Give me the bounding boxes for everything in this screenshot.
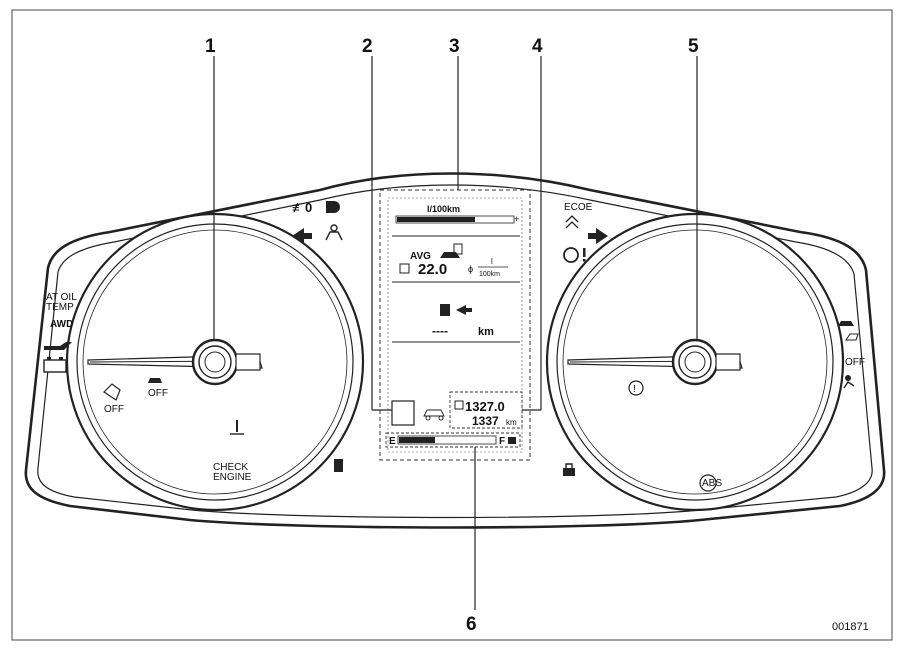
trip-indicator	[454, 400, 464, 410]
fuel-rate-label: l/100km	[427, 204, 460, 214]
range-value: ----	[432, 324, 448, 338]
figure-frame	[11, 9, 893, 641]
avg-unit-top: l	[491, 257, 493, 266]
check-engine-line-1: CHECK	[213, 462, 248, 473]
avg-unit-bottom: 100km	[479, 271, 500, 278]
callout-3: 3	[449, 36, 460, 57]
fuel-door-icon	[508, 437, 516, 444]
off-left-a-label: OFF	[104, 404, 124, 415]
fog-light-icon: ≢0	[292, 200, 340, 215]
low-fuel-icon	[334, 459, 343, 472]
oil-can-icon	[44, 342, 72, 350]
avg-value: 22.0	[418, 261, 447, 278]
left-turn-arrow-icon	[292, 228, 304, 244]
at-oil-temp-line-2: TEMP	[46, 302, 74, 313]
callout-2: 2	[362, 36, 373, 57]
fuel-rate-bar: +	[395, 214, 519, 224]
security-icon	[563, 463, 575, 476]
seatbelt-icon	[325, 224, 343, 241]
eco-label: ECOE	[564, 202, 593, 213]
callout-5: 5	[688, 36, 699, 57]
vehicle-icon	[838, 321, 854, 326]
multi-info-display-inner	[387, 197, 523, 453]
car-outline-icon	[423, 409, 445, 421]
fuel-level-bar	[397, 435, 497, 445]
fuel-gauge-outline	[385, 432, 521, 448]
coolant-temp-icon	[230, 420, 244, 435]
skid-off-right-icon: OFF	[844, 333, 865, 368]
skid-off-icon: OFF	[103, 383, 124, 415]
left-needle	[87, 338, 263, 386]
airbag-icon	[843, 375, 855, 389]
abs-label: ABS	[702, 478, 722, 489]
gear-position-box	[391, 400, 415, 426]
abs-icon: ABS	[699, 474, 722, 492]
car-fuel-icon	[440, 243, 463, 258]
fog-light-glyph: ≢0	[292, 200, 312, 215]
brake-mark: !	[633, 384, 636, 395]
right-turn-arrow-icon	[596, 228, 608, 244]
range-unit: km	[478, 326, 494, 338]
callout-4: 4	[532, 36, 543, 57]
fuel-rate-plus: +	[514, 214, 519, 224]
cluster-housing	[24, 172, 886, 529]
off-right-label: OFF	[845, 357, 865, 368]
callout-1: 1	[205, 36, 216, 57]
callout-leaders	[213, 56, 698, 610]
off-left-b-label: OFF	[148, 388, 168, 399]
battery-icon	[43, 357, 67, 373]
fuel-pump-glyph: ϕ	[468, 264, 473, 274]
trip-value: 1327.0	[465, 399, 505, 414]
avg-label: AVG	[410, 251, 431, 262]
awd-label: AWD	[50, 319, 73, 330]
brake-icon: !	[628, 380, 644, 396]
right-turn-arrow-tail	[588, 233, 596, 239]
fuel-empty-label: E	[389, 436, 396, 447]
left-turn-arrow-tail	[304, 233, 312, 239]
cruise-icon	[565, 215, 579, 229]
odo-unit: km	[506, 418, 517, 427]
at-oil-temp-line-1: AT OIL	[46, 292, 77, 303]
figure-id: 001871	[832, 621, 869, 633]
fuel-pump-arrow-icon	[440, 304, 472, 316]
odo-value: 1337	[472, 414, 499, 428]
trip-a-indicator	[399, 263, 410, 274]
callout-6: 6	[466, 614, 477, 635]
right-needle	[567, 338, 743, 386]
check-engine-line-2: ENGINE	[213, 472, 252, 483]
fuel-full-label: F	[499, 436, 505, 447]
steering-warning-icon	[563, 247, 586, 263]
vdc-off-icon: OFF	[148, 378, 168, 399]
